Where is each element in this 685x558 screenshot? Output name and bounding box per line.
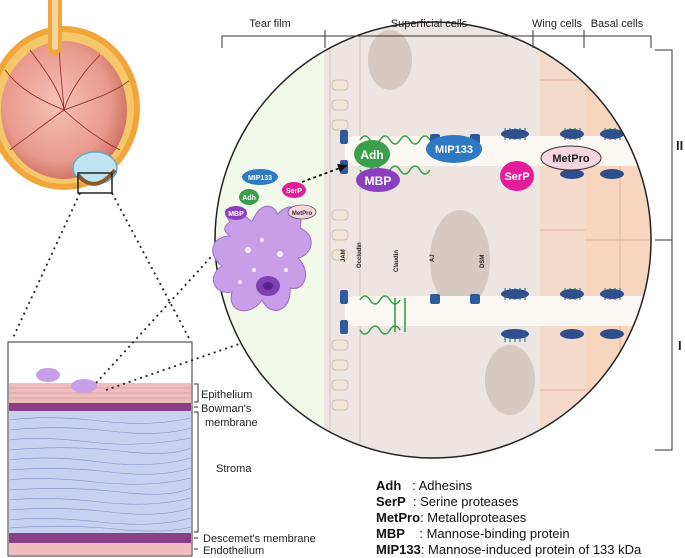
zoom-line-left xyxy=(11,192,81,341)
header-tear-film: Tear film xyxy=(249,18,291,30)
cornea-cross-section xyxy=(7,341,193,557)
label-occludin: Occludin xyxy=(357,242,363,268)
arrow-head xyxy=(337,164,348,172)
legend-sep: : xyxy=(405,494,421,509)
pill-adh xyxy=(354,140,390,168)
label-dsm: DSM xyxy=(480,255,486,268)
legend-row: MetPro: Metalloproteases xyxy=(376,510,641,526)
pill-adh-small xyxy=(239,189,259,205)
right-bracket xyxy=(655,49,673,451)
pill-adh-small-label: Adh xyxy=(242,195,256,202)
legend-sep: : xyxy=(420,510,428,525)
acanthamoeba-cell xyxy=(212,205,312,312)
legend-desc: Serine proteases xyxy=(420,494,519,509)
label-bowmans-2: membrane xyxy=(205,417,258,429)
legend-abbr: MetPro xyxy=(376,510,421,525)
header-bracket xyxy=(221,30,652,48)
legend-desc: Mannose-induced protein of 133 kDa xyxy=(428,542,642,557)
pill-mbp-small-label: MBP xyxy=(228,211,244,218)
pill-mbp-label: MBP xyxy=(365,174,392,188)
label-endothelium: Endothelium xyxy=(203,545,264,557)
pill-mip133-small xyxy=(242,169,278,185)
header-basal-cells: Basal cells xyxy=(591,18,644,30)
header-wing-cells: Wing cells xyxy=(532,18,583,30)
pill-mip133-small-label: MIP133 xyxy=(248,175,272,182)
legend-abbr: Adh xyxy=(376,478,402,493)
pill-serp xyxy=(500,161,534,191)
legend-sep: : xyxy=(404,526,427,541)
zoom-box xyxy=(77,172,113,194)
eyeball-illustration xyxy=(0,0,140,190)
epithelium-zoom-circle xyxy=(214,21,652,459)
mark-bottom: I xyxy=(678,338,682,353)
amoeba-small-1 xyxy=(36,368,60,382)
pill-metpro xyxy=(540,145,602,171)
legend-abbr: MBP xyxy=(376,526,405,541)
legend-desc: Mannose-binding protein xyxy=(426,526,570,541)
label-aj: AJ xyxy=(430,254,436,262)
label-descemets: Descemet's membrane xyxy=(203,533,316,545)
header-superficial-cells: Superficial cells xyxy=(391,18,468,30)
legend-row: MBP : Mannose-binding protein xyxy=(376,526,641,542)
pill-serp-small-label: SerP xyxy=(286,188,302,195)
layer-braces xyxy=(194,383,199,550)
mark-top: II xyxy=(676,138,683,153)
pill-metpro-label: MetPro xyxy=(552,153,590,165)
amoeba-small-2 xyxy=(71,379,97,393)
label-stroma: Stroma xyxy=(216,463,252,475)
pill-mbp xyxy=(356,168,400,192)
abbreviation-legend: Adh : Adhesins SerP : Serine proteases M… xyxy=(376,478,641,558)
legend-abbr: MIP133 xyxy=(376,542,421,557)
pill-adh-label: Adh xyxy=(360,148,383,162)
pill-mip133 xyxy=(426,135,482,163)
pill-mbp-small xyxy=(225,206,247,220)
legend-row: Adh : Adhesins xyxy=(376,478,641,494)
label-jam: JAM xyxy=(341,249,347,262)
legend-desc: Adhesins xyxy=(418,478,473,493)
label-bowmans: Bowman's xyxy=(201,403,252,415)
legend-abbr: SerP xyxy=(376,494,406,509)
zoom-line-right xyxy=(111,192,191,341)
legend-row: SerP : Serine proteases xyxy=(376,494,641,510)
legend-sep: : xyxy=(420,542,429,557)
legend-desc: Metalloproteases xyxy=(427,510,527,525)
pill-metpro-small-label: MetPro xyxy=(292,211,313,217)
label-claudin: Claudin xyxy=(394,250,400,272)
legend-sep: : xyxy=(401,478,419,493)
secretion-arrow xyxy=(301,167,341,183)
pill-mip133-label: MIP133 xyxy=(435,144,473,156)
label-epithelium: Epithelium xyxy=(201,389,252,401)
pill-serp-small xyxy=(282,182,306,198)
pill-metpro-small xyxy=(287,204,317,220)
zoom-line-circle-2 xyxy=(105,333,269,391)
legend-row: MIP133: Mannose-induced protein of 133 k… xyxy=(376,542,641,558)
pill-serp-label: SerP xyxy=(504,171,529,183)
